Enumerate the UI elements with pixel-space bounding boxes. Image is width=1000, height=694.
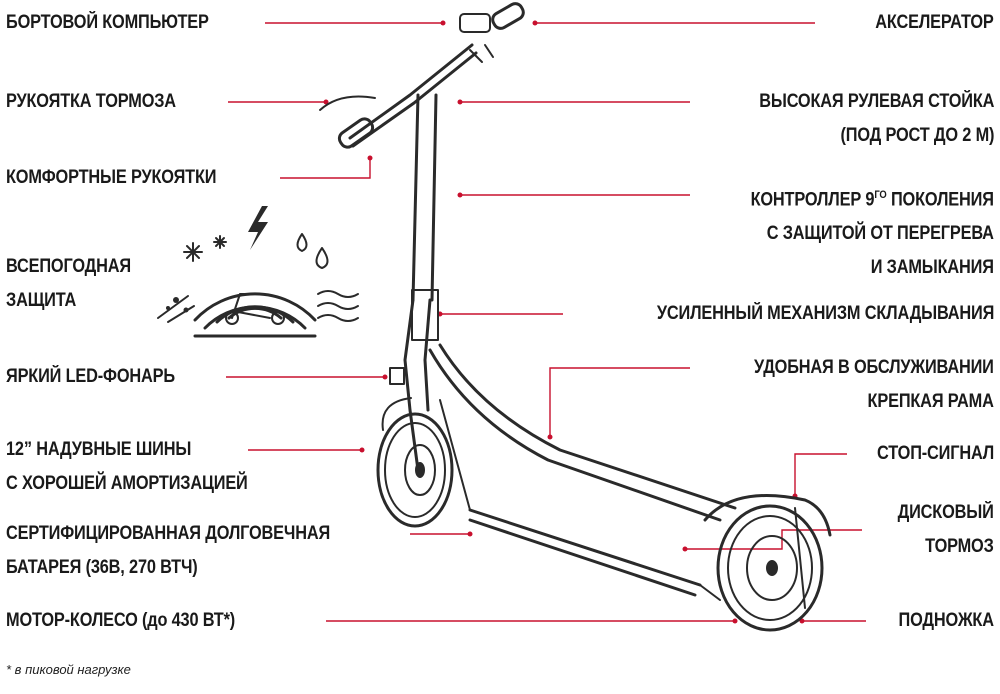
label-folding: УСИЛЕННЫЙ МЕХАНИЗМ СКЛАДЫВАНИЯ	[656, 303, 994, 324]
label-brake-lever: РУКОЯТКА ТОРМОЗА	[6, 91, 176, 112]
label-onboard-computer: БОРТОВОЙ КОМПЬЮТЕР	[6, 12, 209, 33]
footnote: * в пиковой нагрузке	[6, 662, 131, 677]
lightning-icon	[248, 206, 268, 250]
wind-icon	[317, 290, 359, 322]
label-frame: УДОБНАЯ В ОБСЛУЖИВАНИИ КРЕПКАЯ РАМА	[754, 357, 994, 412]
label-comfort-grips: КОМФОРТНЫЕ РУКОЯТКИ	[6, 167, 217, 188]
label-led-light: ЯРКИЙ LED-ФОНАРЬ	[6, 366, 175, 387]
dust-icon	[157, 295, 195, 323]
label-disc-brake: ДИСКОВЫЙ ТОРМОЗ	[897, 502, 994, 557]
label-steering-column: ВЫСОКАЯ РУЛЕВАЯ СТОЙКА (ПОД РОСТ ДО 2 М)	[758, 91, 994, 146]
leader-lines	[226, 20, 866, 624]
water-drop-icon	[296, 233, 329, 269]
label-motor-wheel: МОТОР-КОЛЕСО (до 430 ВТ*)	[6, 610, 236, 631]
scooter-illustration	[319, 2, 832, 632]
front-wheel	[376, 397, 454, 528]
rear-wheel	[703, 494, 832, 632]
label-battery: СЕРТИФИЦИРОВАННАЯ ДОЛГОВЕЧНАЯ БАТАРЕЯ (3…	[6, 523, 331, 578]
label-tires: 12” НАДУВНЫЕ ШИНЫ С ХОРОШЕЙ АМОРТИЗАЦИЕЙ	[6, 439, 248, 494]
label-stop-signal: СТОП-СИГНАЛ	[876, 443, 994, 464]
weather-protection-icon	[157, 206, 359, 338]
snowflake-icon	[183, 235, 227, 262]
label-accelerator: АКСЕЛЕРАТОР	[875, 12, 995, 33]
label-controller: КОНТРОЛЛЕР 9ГО ПОКОЛЕНИЯ С ЗАЩИТОЙ ОТ ПЕ…	[750, 189, 994, 279]
label-weather-protection: ВСЕПОГОДНАЯ ЗАЩИТА	[6, 256, 131, 311]
label-kickstand: ПОДНОЖКА	[898, 610, 995, 631]
